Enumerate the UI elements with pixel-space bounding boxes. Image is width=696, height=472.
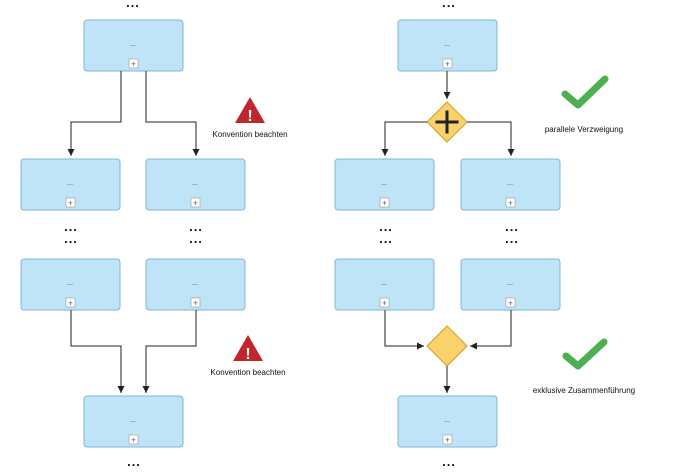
continuation-dots: ...: [442, 454, 456, 469]
activity-box[interactable]: ... +: [83, 19, 184, 72]
check-icon: [561, 75, 609, 109]
activity-label: ...: [381, 280, 387, 287]
continuation-dots: ...: [127, 454, 141, 469]
activity-box[interactable]: ... +: [460, 258, 561, 311]
expand-symbol: +: [131, 60, 136, 69]
activity-box[interactable]: ... +: [20, 258, 121, 311]
sequence-flow: [381, 121, 427, 156]
activity-box[interactable]: ... +: [145, 258, 246, 311]
expand-icon[interactable]: [190, 297, 201, 308]
expand-symbol: +: [193, 199, 198, 208]
continuation-dots: ...: [379, 231, 393, 246]
expand-symbol: +: [131, 436, 136, 445]
warning-icon: !: [235, 97, 265, 125]
expand-icon[interactable]: [505, 197, 516, 208]
sequence-flow: [70, 310, 125, 393]
activity-label: ...: [444, 417, 450, 424]
expand-symbol: +: [508, 199, 513, 208]
activity-label: ...: [507, 180, 513, 187]
expand-icon[interactable]: [442, 58, 453, 69]
exclusive-gateway[interactable]: [426, 325, 468, 367]
expand-symbol: +: [68, 299, 73, 308]
sequence-flow: [67, 71, 122, 156]
sequence-flow: [467, 121, 515, 156]
activity-box[interactable]: ... +: [397, 19, 498, 72]
continuation-dots: ...: [126, 0, 140, 10]
expand-icon[interactable]: [190, 197, 201, 208]
sequence-flow: [142, 310, 197, 393]
svg-text:!: !: [247, 108, 252, 125]
gateway-note: exklusive Zusammenführung: [533, 386, 635, 395]
continuation-dots: ...: [189, 231, 203, 246]
expand-icon[interactable]: [442, 434, 453, 445]
warning-note: Konvention beachten: [212, 130, 287, 139]
expand-icon[interactable]: [379, 297, 390, 308]
plus-icon: [435, 110, 459, 134]
activity-label: ...: [130, 417, 136, 424]
activity-box[interactable]: ... +: [145, 158, 246, 211]
expand-icon[interactable]: [379, 197, 390, 208]
activity-label: ...: [444, 41, 450, 48]
expand-symbol: +: [382, 199, 387, 208]
warning-icon: !: [233, 335, 263, 363]
expand-symbol: +: [445, 60, 450, 69]
sequence-flow: [145, 71, 200, 156]
expand-symbol: +: [508, 299, 513, 308]
check-icon: [562, 338, 608, 370]
expand-symbol: +: [68, 199, 73, 208]
expand-icon[interactable]: [128, 434, 139, 445]
svg-text:!: !: [245, 346, 250, 363]
activity-label: ...: [67, 180, 73, 187]
activity-label: ...: [192, 180, 198, 187]
continuation-dots: ...: [505, 219, 519, 234]
expand-icon[interactable]: [128, 58, 139, 69]
activity-label: ...: [381, 180, 387, 187]
activity-label: ...: [507, 280, 513, 287]
parallel-gateway[interactable]: [426, 101, 468, 143]
activity-box[interactable]: ... +: [20, 158, 121, 211]
activity-box[interactable]: ... +: [334, 158, 435, 211]
expand-icon[interactable]: [65, 297, 76, 308]
continuation-dots: ...: [442, 0, 456, 10]
activity-box[interactable]: ... +: [334, 258, 435, 311]
continuation-dots: ...: [64, 231, 78, 246]
activity-label: ...: [192, 280, 198, 287]
expand-icon[interactable]: [505, 297, 516, 308]
expand-symbol: +: [382, 299, 387, 308]
expand-symbol: +: [445, 436, 450, 445]
warning-note: Konvention beachten: [210, 368, 285, 377]
continuation-dots: ...: [505, 231, 519, 246]
expand-icon[interactable]: [65, 197, 76, 208]
continuation-dots: ...: [189, 219, 203, 234]
sequence-flow: [470, 310, 512, 350]
gateway-note: parallele Verzweigung: [545, 125, 623, 134]
continuation-dots: ...: [64, 219, 78, 234]
continuation-dots: ...: [379, 219, 393, 234]
activity-box[interactable]: ... +: [83, 395, 184, 448]
activity-box[interactable]: ... +: [397, 395, 498, 448]
sequence-flow: [384, 310, 424, 350]
activity-box[interactable]: ... +: [460, 158, 561, 211]
expand-symbol: +: [193, 299, 198, 308]
activity-label: ...: [130, 41, 136, 48]
activity-label: ...: [67, 280, 73, 287]
